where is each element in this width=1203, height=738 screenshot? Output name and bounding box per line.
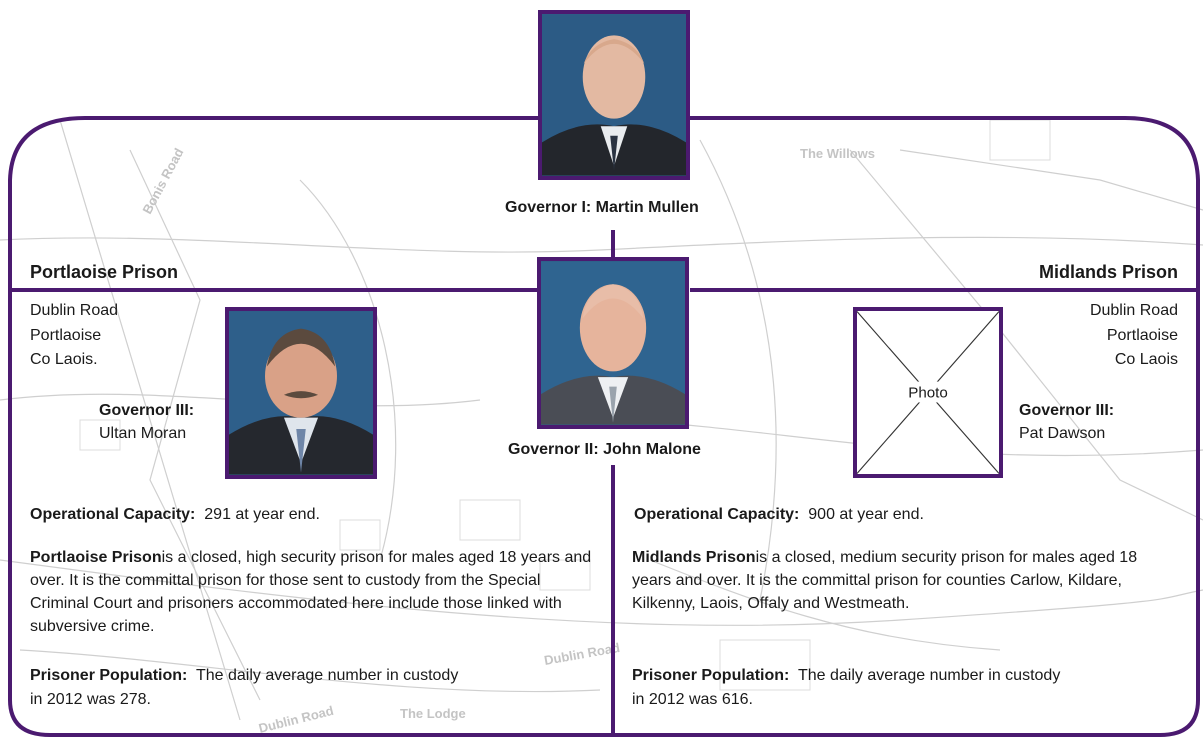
map-label: The Willows [800,146,875,161]
midlands-prison-title: Midlands Prison [1038,262,1178,282]
portlaoise-address-line: Co Laois. [30,351,98,368]
portlaoise-description: Portlaoise Prisonis a closed, high secur… [30,549,592,635]
map-label: The Lodge [400,706,466,721]
midlands-population: Prisoner Population: The daily average n… [632,667,1061,684]
portlaoise-population-year: in 2012 was 278. [30,691,151,708]
portlaoise-population: Prisoner Population: The daily average n… [30,667,459,684]
governor-2-photo [537,257,689,429]
portlaoise-address-line: Dublin Road [30,302,119,319]
midlands-description: Midlands Prisonis a closed, medium secur… [632,549,1138,612]
midlands-address-line: Co Laois [1114,351,1178,368]
midlands-governor-photo-placeholder: Photo [853,307,1003,478]
portlaoise-prison-title: Portlaoise Prison [30,262,179,282]
portlaoise-governor-photo [225,307,377,479]
governor-1-caption: Governor I: Martin Mullen [505,199,699,216]
portlaoise-governor-label: Governor III: [99,402,195,419]
midlands-address-line: Portlaoise [1106,327,1178,344]
midlands-capacity: Operational Capacity: 900 at year end. [634,506,924,523]
midlands-population-year: in 2012 was 616. [632,691,753,708]
governor-2-caption: Governor II: John Malone [508,441,701,458]
portlaoise-capacity: Operational Capacity: 291 at year end. [30,506,320,523]
midlands-governor-name: Pat Dawson [1019,425,1106,442]
midlands-address-line: Dublin Road [1089,302,1178,319]
midlands-governor-label: Governor III: [1019,402,1115,419]
portlaoise-address-line: Portlaoise [30,327,102,344]
svg-text:Photo: Photo [908,385,948,402]
portlaoise-governor-name: Ultan Moran [99,425,187,442]
governor-1-photo [538,10,690,180]
